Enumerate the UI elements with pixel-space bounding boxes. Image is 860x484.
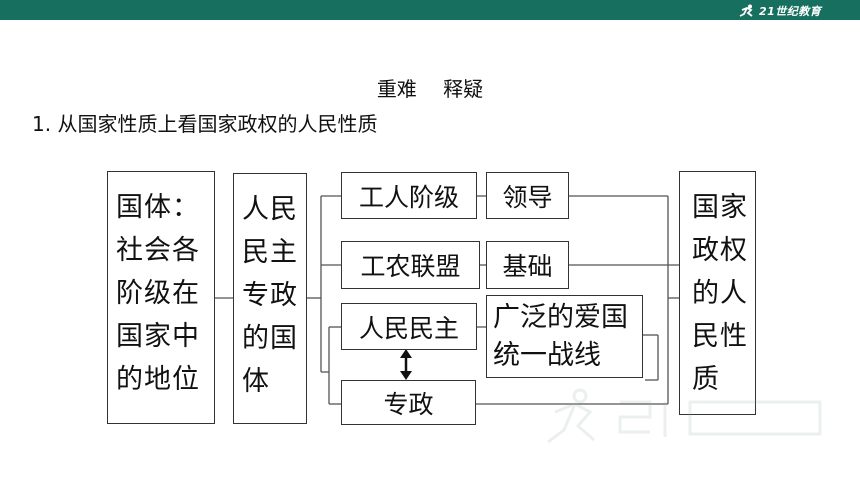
box-worker-peasant-alliance: 工农联盟 — [341, 241, 480, 289]
watermark-logo-icon — [547, 388, 822, 444]
double-arrow-icon — [400, 349, 412, 380]
box-basis: 基础 — [486, 241, 569, 289]
question-text: 从国家性质上看国家政权的人民性质 — [57, 112, 378, 136]
brand-logo-text: 21世纪教育 — [759, 4, 822, 18]
question-number: 1. — [32, 112, 52, 136]
box-working-class: 工人阶级 — [341, 172, 477, 219]
brand-logo: 21世纪教育 — [738, 3, 821, 18]
box-people-democratic-dictatorship: 人民 民主 专政 的国 体 — [233, 173, 307, 424]
section-heading: 重难 释疑 — [0, 73, 860, 102]
heading-left: 重难 — [376, 77, 417, 101]
box-united-front: 广泛的爱国 统一战线 — [486, 295, 643, 378]
box-guoti: 国体： 社会各 阶级在 国家中 的地位 — [107, 171, 215, 424]
box-state-power-nature: 国家 政权 的人 民性 质 — [679, 171, 756, 415]
runner-icon — [739, 4, 753, 17]
heading-right: 释疑 — [443, 77, 484, 101]
box-lead: 领导 — [486, 172, 569, 219]
top-banner — [0, 0, 860, 20]
box-dictatorship: 专政 — [341, 380, 476, 425]
box-people-democracy: 人民民主 — [341, 303, 477, 350]
question-line: 1. 从国家性质上看国家政权的人民性质 — [32, 108, 377, 137]
